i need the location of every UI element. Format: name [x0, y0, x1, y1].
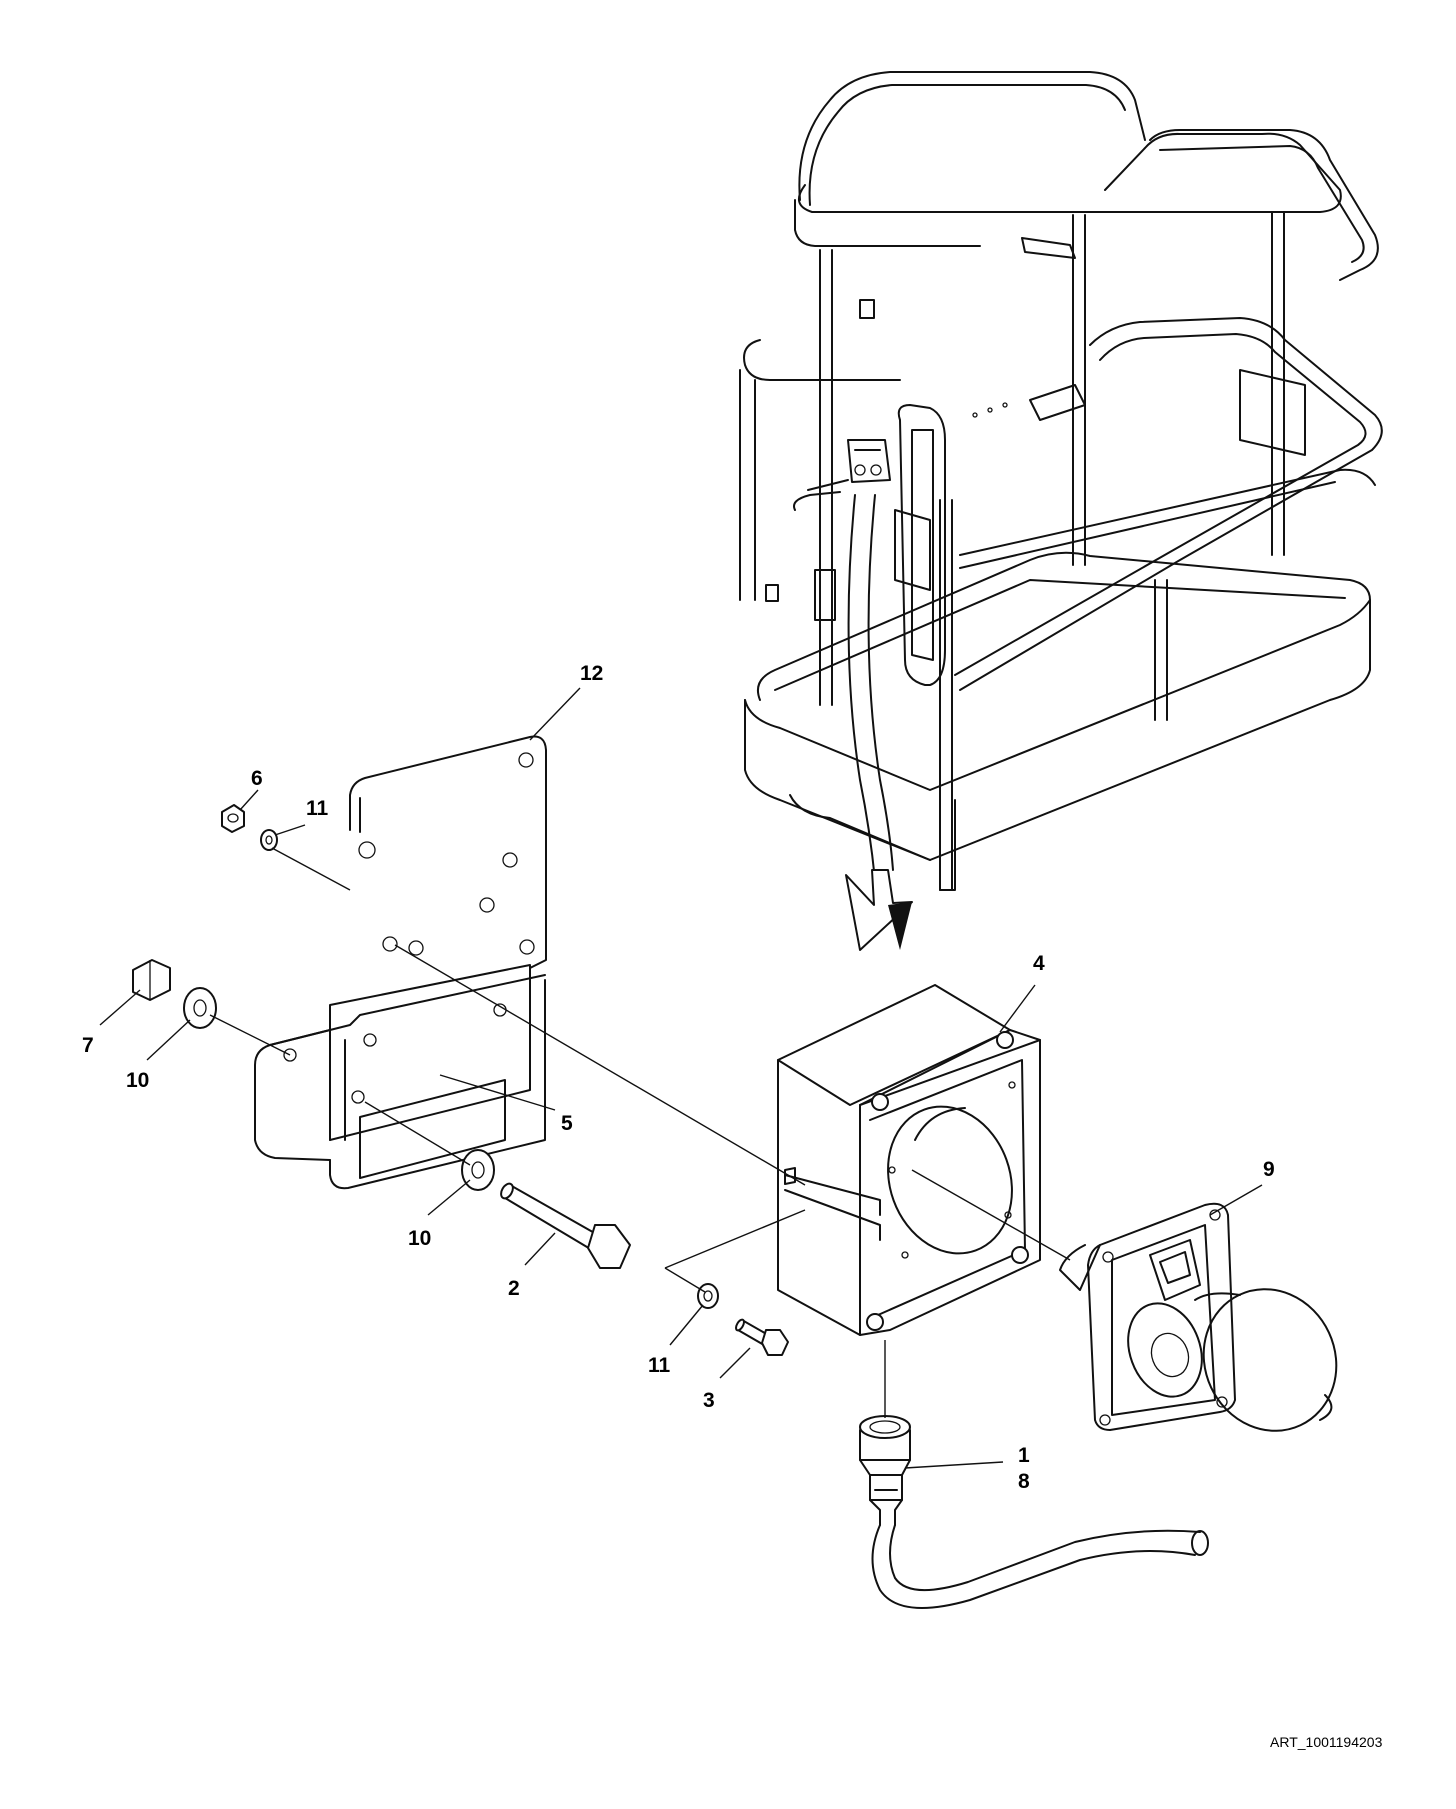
callout-2: 2 — [508, 1277, 520, 1300]
callout-11-lower: 11 — [648, 1354, 671, 1377]
assembly-lines — [209, 847, 1071, 1418]
cable-gland — [859, 1415, 1209, 1609]
callout-5: 5 — [561, 1112, 573, 1135]
callouts: 12 6 11 7 10 5 10 2 4 9 11 3 1 8 — [82, 662, 1275, 1493]
washer-large-left — [183, 987, 217, 1029]
callout-10-left: 10 — [126, 1069, 149, 1092]
callout-6: 6 — [251, 767, 263, 790]
nut-large — [132, 959, 171, 1001]
washer-small-top — [260, 829, 278, 851]
mounting-bracket — [254, 735, 547, 1190]
platform-basket — [739, 71, 1383, 891]
washer-small-lower — [697, 1283, 719, 1309]
enclosure-box — [777, 984, 1041, 1336]
washer-large-lower — [461, 1149, 495, 1191]
callout-3: 3 — [703, 1389, 715, 1412]
callout-11-top: 11 — [306, 797, 329, 820]
callout-10-lower: 10 — [408, 1227, 431, 1250]
assembly-arrow — [845, 494, 913, 951]
callout-9: 9 — [1263, 1158, 1275, 1181]
nut-small — [221, 804, 245, 833]
art-number: ART_1001194203 — [1270, 1734, 1383, 1750]
socket-outlet — [1059, 1202, 1338, 1432]
callout-12: 12 — [580, 662, 603, 685]
callout-8: 8 — [1018, 1470, 1030, 1493]
callout-leaders — [99, 687, 1263, 1469]
callout-1: 1 — [1018, 1444, 1030, 1467]
bolt-long — [500, 1182, 631, 1269]
bolt-short — [735, 1318, 789, 1356]
callout-7: 7 — [82, 1034, 94, 1057]
callout-4: 4 — [1033, 952, 1045, 975]
